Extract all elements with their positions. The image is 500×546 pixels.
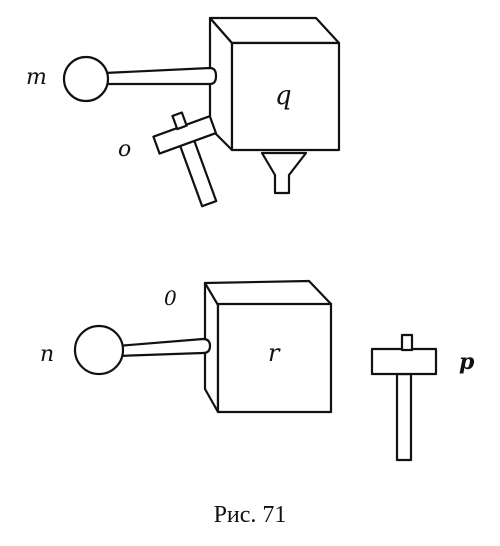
figure-caption: Рис. 71 — [214, 502, 287, 528]
hammer-p — [370, 333, 438, 462]
rod-m — [103, 66, 218, 86]
hammer-o — [152, 111, 218, 208]
top-group: m o q — [26, 16, 341, 208]
label-0: 0 — [164, 286, 177, 310]
sphere-m — [62, 55, 110, 103]
label-n: n — [40, 342, 54, 367]
block-q — [208, 16, 341, 152]
label-m: m — [26, 65, 47, 90]
label-p: p — [459, 349, 475, 375]
block-r — [203, 279, 333, 414]
label-r: r — [268, 339, 281, 367]
sphere-n — [73, 324, 125, 376]
label-q: q — [275, 81, 292, 111]
bottom-group: 0 n r p — [40, 279, 475, 462]
rod-n — [115, 337, 212, 358]
label-o: o — [118, 137, 131, 162]
funnel-nozzle — [260, 151, 308, 195]
